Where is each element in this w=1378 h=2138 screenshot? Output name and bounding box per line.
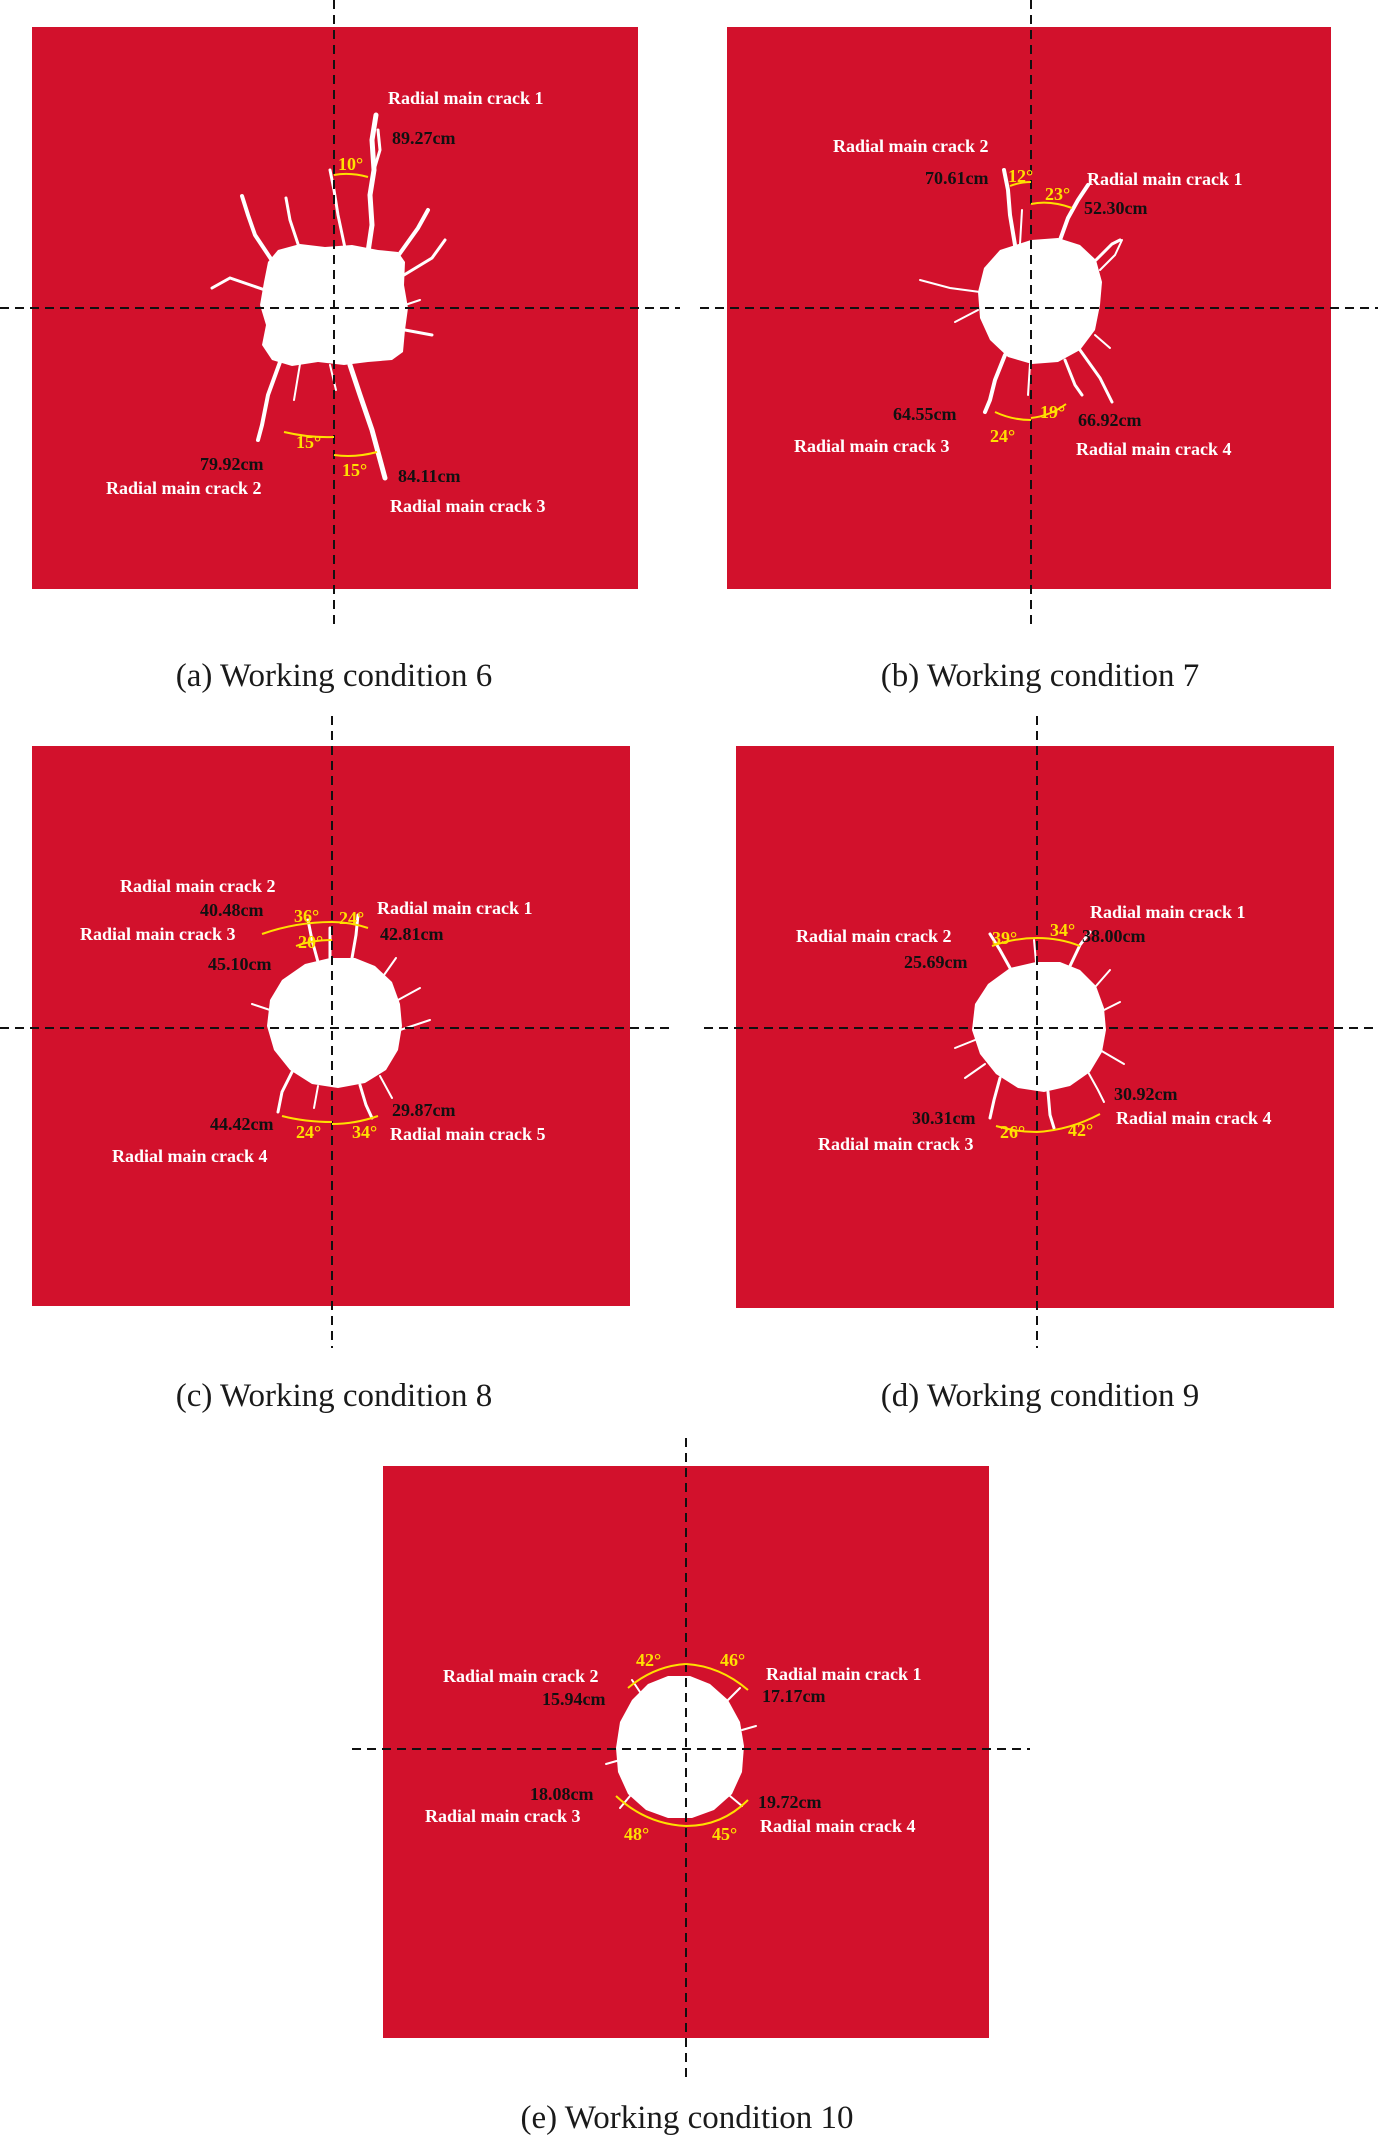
crack-length: 79.92cm	[200, 454, 263, 474]
crack-length: 84.11cm	[398, 466, 461, 486]
panel-a: Radial main crack 1 89.27cm 10° 79.92cm …	[0, 0, 680, 694]
angle-arcs-d	[991, 937, 1101, 1133]
crack-name: Radial main crack 3	[818, 1134, 974, 1154]
crack-name: Radial main crack 3	[390, 496, 546, 516]
caption-e: (e) Working condition 10	[520, 2100, 853, 2136]
crack-angle: 48°	[624, 1824, 649, 1844]
crack-length: 64.55cm	[893, 404, 956, 424]
crack-angle: 39°	[992, 928, 1017, 948]
crack-angle: 24°	[339, 908, 364, 928]
crack-angle: 24°	[296, 1122, 321, 1142]
crack-name: Radial main crack 4	[1076, 439, 1232, 459]
crack-name: Radial main crack 1	[388, 88, 544, 108]
panel-b: Radial main crack 2 70.61cm 12° Radial m…	[700, 0, 1378, 694]
crack-name: Radial main crack 4	[760, 1816, 916, 1836]
panel-d: Radial main crack 1 34° 38.00cm Radial m…	[704, 716, 1378, 1414]
crack-angle: 45°	[712, 1824, 737, 1844]
crack-name: Radial main crack 4	[1116, 1108, 1272, 1128]
crack-angle: 26°	[1000, 1122, 1025, 1142]
crack-name: Radial main crack 3	[425, 1806, 581, 1826]
crack-angle: 36°	[294, 906, 319, 926]
crack-name: Radial main crack 2	[443, 1666, 599, 1686]
crack-length: 42.81cm	[380, 924, 443, 944]
crack-name: Radial main crack 1	[377, 898, 533, 918]
crack-length: 45.10cm	[208, 954, 271, 974]
crack-name: Radial main crack 2	[106, 478, 262, 498]
crack-angle: 20°	[298, 932, 323, 952]
labels-c: Radial main crack 2 40.48cm 36° 24° Radi…	[80, 876, 546, 1166]
crack-length: 18.08cm	[530, 1784, 593, 1804]
crack-length: 25.69cm	[904, 952, 967, 972]
crack-angle: 12°	[1008, 166, 1033, 186]
crack-name: Radial main crack 5	[390, 1124, 546, 1144]
angle-arcs-c	[261, 921, 379, 1125]
crack-name: Radial main crack 2	[833, 136, 989, 156]
crack-angle: 10°	[338, 154, 363, 174]
crack-length: 44.42cm	[210, 1114, 273, 1134]
crack-name: Radial main crack 2	[796, 926, 952, 946]
crack-angle: 24°	[990, 426, 1015, 446]
crack-name: Radial main crack 1	[1087, 169, 1243, 189]
panel-e: 42° 46° Radial main crack 2 15.94cm Radi…	[352, 1438, 1030, 2136]
crack-length: 38.00cm	[1082, 926, 1145, 946]
angle-arcs-e	[615, 1663, 749, 1827]
crack-length: 30.92cm	[1114, 1084, 1177, 1104]
crack-angle: 23°	[1045, 184, 1070, 204]
labels-d: Radial main crack 1 34° 38.00cm Radial m…	[796, 902, 1272, 1154]
blast-hole-c	[267, 958, 402, 1088]
blast-hole-e	[616, 1676, 744, 1818]
blast-hole-b	[978, 238, 1102, 364]
crack-length: 66.92cm	[1078, 410, 1141, 430]
crack-angle: 15°	[342, 460, 367, 480]
crack-length: 89.27cm	[392, 128, 455, 148]
cracks-b	[919, 168, 1123, 414]
crack-length: 52.30cm	[1084, 198, 1147, 218]
caption-b: (b) Working condition 7	[881, 658, 1199, 694]
crack-angle: 34°	[1050, 920, 1075, 940]
crack-length: 29.87cm	[392, 1100, 455, 1120]
caption-d: (d) Working condition 9	[881, 1378, 1199, 1414]
crack-length: 70.61cm	[925, 168, 988, 188]
crack-length: 19.72cm	[758, 1792, 821, 1812]
crack-angle: 15°	[296, 432, 321, 452]
crack-name: Radial main crack 1	[766, 1664, 922, 1684]
crack-name: Radial main crack 1	[1090, 902, 1246, 922]
labels-b: Radial main crack 2 70.61cm 12° Radial m…	[794, 136, 1243, 459]
crack-angle: 42°	[636, 1650, 661, 1670]
angle-arcs-b	[994, 181, 1073, 421]
caption-a: (a) Working condition 6	[176, 658, 493, 694]
crack-length: 30.31cm	[912, 1108, 975, 1128]
cracks-e	[605, 1679, 757, 1809]
crack-angle: 46°	[720, 1650, 745, 1670]
cracks-c	[251, 913, 431, 1120]
crack-angle: 42°	[1068, 1120, 1093, 1140]
crack-length: 15.94cm	[542, 1689, 605, 1709]
crack-angle: 34°	[352, 1122, 377, 1142]
crack-name: Radial main crack 3	[794, 436, 950, 456]
crack-length: 40.48cm	[200, 900, 263, 920]
crack-name: Radial main crack 4	[112, 1146, 268, 1166]
caption-c: (c) Working condition 8	[176, 1378, 493, 1414]
panel-c: Radial main crack 2 40.48cm 36° 24° Radi…	[0, 716, 672, 1414]
labels-a: Radial main crack 1 89.27cm 10° 79.92cm …	[106, 88, 546, 516]
crack-angle: 19°	[1040, 402, 1065, 422]
labels-e: 42° 46° Radial main crack 2 15.94cm Radi…	[425, 1650, 922, 1844]
crack-name: Radial main crack 2	[120, 876, 276, 896]
angle-arcs-a	[283, 172, 378, 457]
crack-name: Radial main crack 3	[80, 924, 236, 944]
cracks-a	[210, 112, 447, 481]
crack-length: 17.17cm	[762, 1686, 825, 1706]
